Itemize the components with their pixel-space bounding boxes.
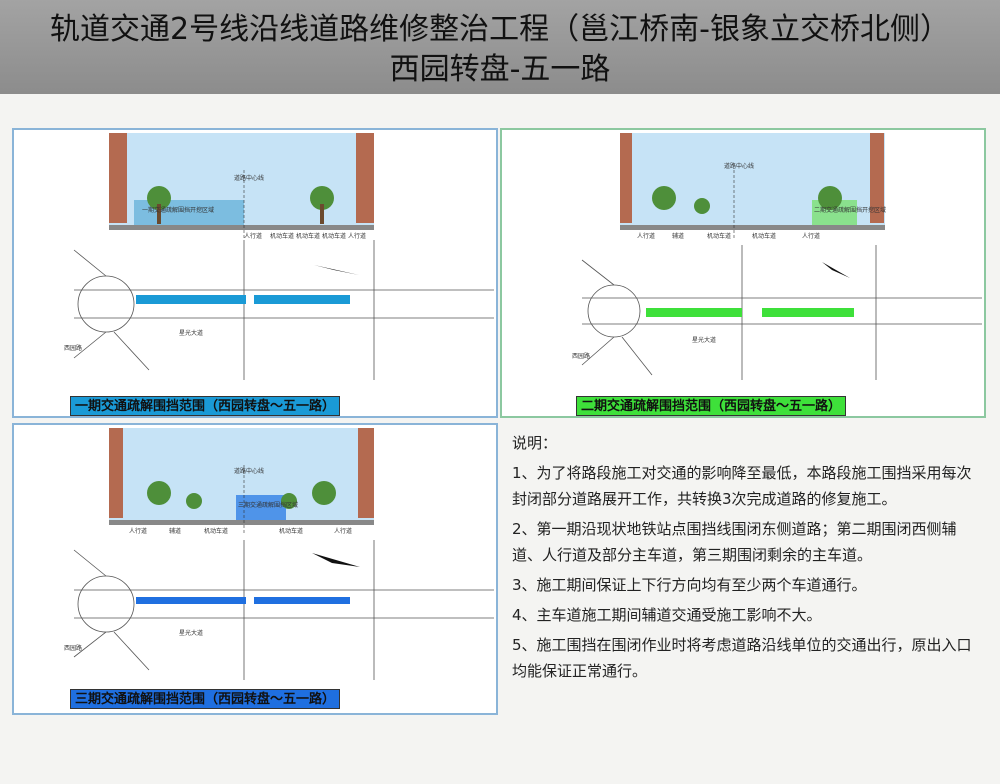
- lane-label: 机动车道: [707, 232, 731, 240]
- notes-item: 4、主车道施工期间辅道交通受施工影响不大。: [512, 606, 822, 624]
- lane-label: 人行道: [334, 527, 352, 535]
- building-right: [870, 133, 884, 223]
- tree: [281, 493, 297, 509]
- lane-label: 机动车道: [296, 232, 320, 240]
- page-subtitle: 西园转盘-五一路: [389, 52, 611, 87]
- tree: [694, 198, 710, 214]
- building-right: [356, 133, 374, 223]
- title-banner: 轨道交通2号线沿线道路维修整治工程（邕江桥南-银象立交桥北侧） 西园转盘-五一路: [0, 0, 1000, 94]
- building-right: [358, 428, 374, 518]
- phase3-panel: 道路中心线 三期交通疏解围挡区域 人行道 辅道 机动车道 机动车道 人行道 星光…: [12, 423, 498, 715]
- building-left: [620, 133, 632, 223]
- notes-title: 说明：: [512, 434, 558, 452]
- lane-label: 人行道: [802, 232, 820, 240]
- road-network: [73, 540, 494, 680]
- road-surface: [620, 225, 885, 230]
- north-arrow-icon: [314, 265, 359, 275]
- phase3-label: 三期交通疏解围挡范围（西园转盘～五一路）: [70, 689, 340, 709]
- roundabout-road-label: 西园路: [64, 344, 82, 352]
- phase3-enclosure: [136, 597, 246, 604]
- lane-label: 机动车道: [270, 232, 294, 240]
- phase2-label: 二期交通疏解围挡范围（西园转盘～五一路）: [576, 396, 846, 416]
- road-center-label: 道路中心线: [724, 162, 754, 170]
- phase1-panel: 道路中心线 一期交通疏解围挡开挖区域 人行道 机动车道 机动车道 机动车道 人行…: [12, 128, 498, 418]
- avenue-label: 星光大道: [179, 329, 203, 337]
- phase2-enclosure: [646, 308, 742, 317]
- phase1-label: 一期交通疏解围挡范围（西园转盘～五一路）: [70, 396, 340, 416]
- tree: [147, 481, 171, 505]
- north-arrow-icon: [822, 262, 850, 278]
- tree: [652, 186, 676, 210]
- road-surface: [109, 520, 374, 525]
- lane-label: 机动车道: [204, 527, 228, 535]
- building-left: [109, 133, 127, 223]
- lane-label: 人行道: [129, 527, 147, 535]
- building-left: [109, 428, 123, 518]
- road-center-label: 道路中心线: [234, 467, 264, 475]
- section-hatch: [236, 495, 286, 521]
- road-surface: [109, 225, 374, 230]
- north-arrow-icon: [312, 553, 360, 567]
- tree: [310, 186, 334, 210]
- notes-item: 2、第一期沿现状地铁站点围挡线围闭东侧道路；第二期围闭西侧辅道、人行道及部分主车…: [512, 520, 957, 564]
- lane-label: 人行道: [637, 232, 655, 240]
- tree: [147, 186, 171, 210]
- notes-item: 3、施工期间保证上下行方向均有至少两个车道通行。: [512, 576, 867, 594]
- lane-label: 机动车道: [322, 232, 346, 240]
- phase3-diagram: 道路中心线 三期交通疏解围挡区域 人行道 辅道 机动车道 机动车道 人行道 星光…: [64, 428, 494, 680]
- tree: [312, 481, 336, 505]
- notes-section: 说明： 1、为了将路段施工对交通的影响降至最低，本路段施工围挡采用每次封闭部分道…: [512, 430, 982, 688]
- page-title: 轨道交通2号线沿线道路维修整治工程（邕江桥南-银象立交桥北侧）: [50, 12, 950, 47]
- section-note: 三期交通疏解围挡区域: [238, 501, 298, 509]
- road-network: [73, 240, 494, 380]
- road-network: [581, 245, 982, 380]
- phase1-diagram: 道路中心线 一期交通疏解围挡开挖区域 人行道 机动车道 机动车道 机动车道 人行…: [64, 133, 494, 380]
- lane-label: 人行道: [244, 232, 262, 240]
- notes-item: 1、为了将路段施工对交通的影响降至最低，本路段施工围挡采用每次封闭部分道路展开工…: [512, 464, 972, 508]
- phase3-enclosure: [254, 597, 350, 604]
- road-center-label: 道路中心线: [234, 174, 264, 182]
- roundabout-road-label: 西园路: [64, 644, 82, 652]
- lane-label: 辅道: [672, 232, 684, 240]
- section-note: 二期交通疏解围挡开挖区域: [814, 206, 886, 214]
- lane-label: 人行道: [348, 232, 366, 240]
- phase1-enclosure: [136, 295, 246, 304]
- avenue-label: 星光大道: [179, 629, 203, 637]
- lane-label: 机动车道: [279, 527, 303, 535]
- avenue-label: 星光大道: [692, 336, 716, 344]
- tree: [186, 493, 202, 509]
- notes-item: 5、施工围挡在围闭作业时将考虑道路沿线单位的交通出行，原出入口均能保证正常通行。: [512, 636, 972, 680]
- phase2-diagram: 道路中心线 二期交通疏解围挡开挖区域 人行道 辅道 机动车道 机动车道 人行道 …: [572, 133, 982, 380]
- lane-label: 机动车道: [752, 232, 776, 240]
- lane-label: 辅道: [169, 527, 181, 535]
- phase1-enclosure: [254, 295, 350, 304]
- section-note: 一期交通疏解围挡开挖区域: [142, 206, 214, 214]
- tree: [818, 186, 842, 210]
- phase2-enclosure: [762, 308, 854, 317]
- phase2-panel: 道路中心线 二期交通疏解围挡开挖区域 人行道 辅道 机动车道 机动车道 人行道 …: [500, 128, 986, 418]
- roundabout-road-label: 西园路: [572, 352, 590, 360]
